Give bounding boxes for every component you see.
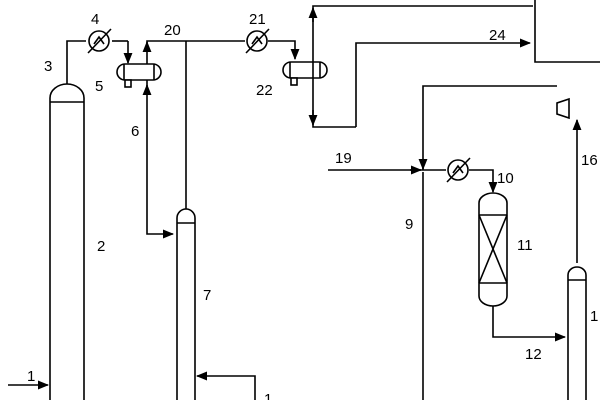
reactor-11	[478, 192, 508, 307]
stream-24-line	[355, 38, 532, 127]
label-10: 10	[497, 170, 514, 187]
column-2	[49, 83, 85, 400]
column-right	[567, 266, 587, 400]
stream-top-return	[312, 5, 533, 128]
label-24: 24	[489, 27, 506, 44]
recycle-line	[422, 85, 557, 170]
stream-6-line	[146, 80, 175, 239]
label-9: 9	[405, 216, 413, 233]
column-7-side-feed	[195, 371, 256, 400]
label-20: 20	[164, 22, 181, 39]
heat-exchanger-4	[87, 28, 112, 54]
column-7	[176, 208, 196, 400]
label-3: 3	[44, 58, 52, 75]
label-22: 22	[256, 82, 273, 99]
label-2: 2	[97, 238, 105, 255]
stream-12-line	[492, 306, 567, 342]
label-4: 4	[91, 11, 99, 28]
stream-10-line	[469, 169, 498, 194]
stream-labels: 1 2 3 4 5 6 7 9 10 11 12 16 19 20 21 22 …	[27, 11, 598, 400]
compressor-16	[556, 97, 570, 120]
label-19: 19	[335, 150, 352, 167]
label-7: 7	[203, 287, 211, 304]
label-1-right: 1	[590, 308, 598, 325]
drum-22	[282, 61, 328, 86]
label-1-bottom: 1	[264, 391, 272, 400]
label-16: 16	[581, 152, 598, 169]
stream-21-out	[268, 40, 300, 61]
label-6: 6	[131, 123, 139, 140]
stream-20-line	[146, 40, 245, 64]
heat-exchanger-10	[446, 157, 471, 183]
label-1: 1	[27, 368, 35, 385]
label-5: 5	[95, 78, 103, 95]
heat-exchanger-21	[245, 28, 270, 54]
label-21: 21	[249, 11, 266, 28]
stream-3-line	[66, 40, 86, 84]
label-12: 12	[525, 346, 542, 363]
label-11: 11	[517, 237, 533, 254]
reflux-drum-5	[116, 63, 162, 88]
right-unit-box	[534, 0, 600, 63]
